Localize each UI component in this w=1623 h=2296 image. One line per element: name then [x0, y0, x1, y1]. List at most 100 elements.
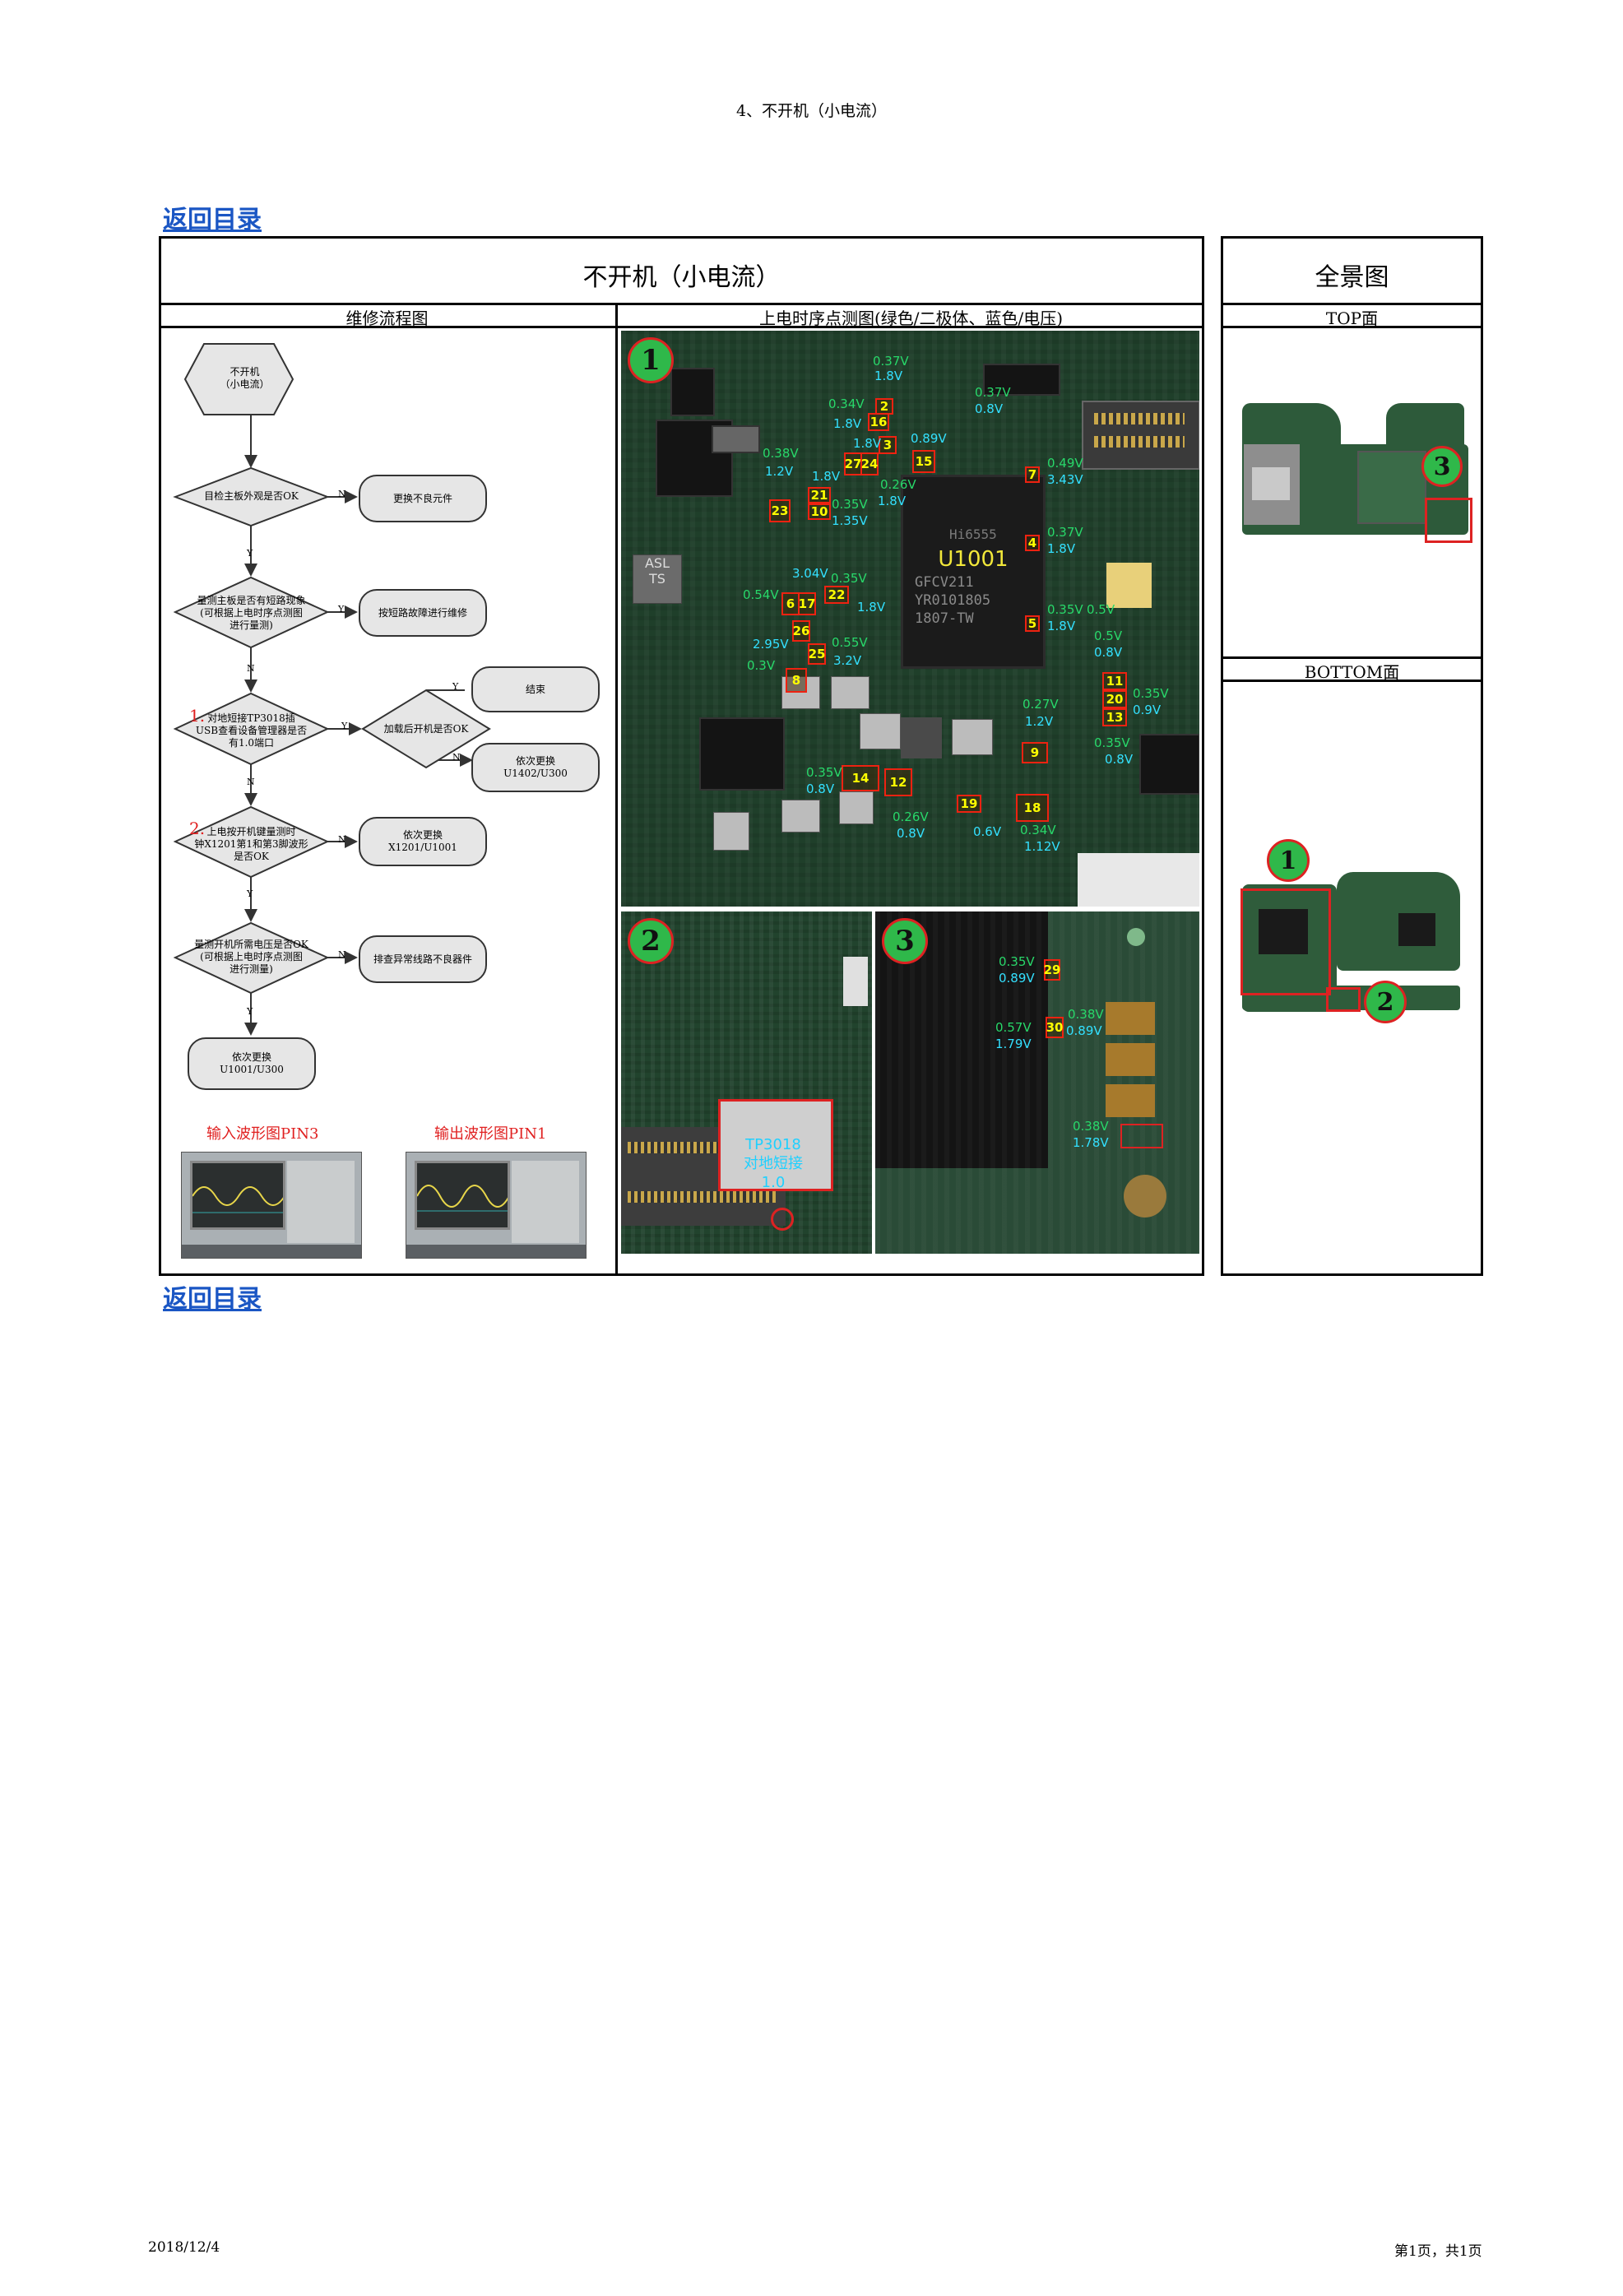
divider	[1221, 680, 1483, 682]
flow-q3-number: 1.	[189, 706, 206, 726]
waveform-output-caption: 输出波形图PIN1	[434, 1125, 547, 1143]
test-point: 21	[808, 487, 831, 503]
voltage-diode: 0.35V	[832, 497, 868, 512]
test-point: 14	[842, 765, 879, 791]
voltage: 0.8V	[1094, 645, 1123, 660]
voltage-diode: 0.55V	[832, 635, 868, 650]
chip-marking: YR0101805	[915, 592, 991, 609]
voltage-diode: 0.35V	[999, 954, 1035, 969]
flow-q3b-label: 加载后开机是否OK	[383, 723, 469, 735]
flow-q2-label: 量测主板是否有短路现象 (可根据上电时序点测图 进行量测)	[197, 595, 306, 631]
region-1-box	[1240, 888, 1331, 995]
test-point: 11	[1102, 672, 1127, 690]
no-label: N	[338, 949, 346, 960]
test-point: 30	[1046, 1017, 1064, 1038]
board-photo-2: TP3018 对地短接 1.0 2	[621, 911, 872, 1254]
voltage-diode: 0.5V	[1087, 602, 1115, 617]
test-point: 23	[769, 499, 791, 522]
flow-a2-node: 按短路故障进行维修	[359, 589, 487, 637]
yes-label: Y	[338, 604, 345, 615]
voltage-diode: 0.34V	[1020, 823, 1056, 837]
flow-column-header: 维修流程图	[345, 308, 429, 328]
voltage-diode: 0.38V	[763, 446, 799, 461]
test-point: 29	[1044, 959, 1060, 981]
voltage-diode: 0.35V	[1133, 686, 1169, 701]
voltage-diode: 0.57V	[995, 1020, 1032, 1035]
voltage-diode: 0.26V	[880, 477, 916, 492]
flow-q3-label: 对地短接TP3018插 USB查看设备管理器是否 有1.0端口	[195, 712, 308, 749]
voltage: 1.79V	[995, 1037, 1032, 1051]
divider	[1221, 656, 1483, 659]
yes-label: Y	[247, 888, 253, 899]
test-point: 3	[879, 436, 897, 454]
yes-label: Y	[341, 721, 348, 731]
voltage: 1.8V	[878, 494, 907, 508]
voltage: 1.8V	[812, 469, 841, 484]
u1001-chip: U1001 GFCV211 YR0101805 1807-TW Hi6555	[901, 475, 1046, 669]
panorama-title: 全景图	[1315, 263, 1389, 292]
start-node	[183, 343, 294, 415]
voltage: 1.8V	[874, 369, 903, 383]
voltage: 1.2V	[765, 464, 794, 479]
test-point: 24	[860, 452, 879, 475]
voltage-diode: 0.38V	[1073, 1119, 1109, 1134]
divider	[1221, 303, 1483, 305]
bottom-face-photo: 1 2	[1234, 839, 1472, 1024]
asl-component: ASL TS	[633, 554, 682, 604]
test-point: 12	[884, 768, 912, 796]
points-column-header: 上电时序点测图(绿色/二极体、蓝色/电压)	[758, 308, 1064, 328]
top-face-photo: 3	[1234, 395, 1472, 551]
no-label: N	[452, 752, 461, 763]
voltage-diode: 0.37V	[1047, 525, 1083, 540]
voltage: 0.8V	[1105, 752, 1134, 767]
flow-q1-label: 目检主板外观是否OK	[204, 490, 299, 502]
voltage: 0.9V	[1133, 703, 1162, 717]
voltage: 0.8V	[975, 401, 1004, 416]
board1-badge: 1	[628, 337, 674, 383]
voltage-diode: 0.38V	[1068, 1007, 1104, 1022]
voltage: 0.89V	[1066, 1023, 1102, 1038]
test-point: 27	[844, 452, 862, 475]
back-to-contents-link-top[interactable]: 返回目录	[163, 206, 262, 234]
voltage-diode: 0.49V	[1047, 456, 1083, 471]
test-point: 15	[912, 450, 935, 473]
test-point-31	[1120, 1124, 1163, 1148]
test-pad	[771, 1208, 794, 1231]
test-point: 18	[1016, 794, 1049, 822]
no-label: N	[338, 834, 346, 845]
waveform-input-caption: 输入波形图PIN3	[206, 1125, 319, 1143]
flow-q4-label: 上电按开机键量测时 钟X1201第1和第3脚波形 是否OK	[194, 826, 308, 862]
flow-q4-number: 2.	[189, 819, 206, 838]
flowchart-connectors	[173, 343, 491, 1036]
divider	[1221, 326, 1483, 328]
yes-label: Y	[452, 681, 459, 692]
test-point: 7	[1025, 466, 1040, 483]
voltage: 0.8V	[897, 826, 925, 841]
region-3-box	[1425, 498, 1472, 543]
voltage: 3.2V	[833, 653, 862, 668]
panorama-bottom-badge-1: 1	[1267, 839, 1310, 882]
back-to-contents-link-bottom[interactable]: 返回目录	[163, 1285, 262, 1314]
test-point: 16	[868, 413, 889, 431]
board-photo-1: U1001 GFCV211 YR0101805 1807-TW Hi6555 A…	[621, 331, 1199, 907]
test-point: 22	[824, 586, 849, 604]
yes-label: Y	[247, 1006, 253, 1017]
page-header: 4、不开机（小电流）	[735, 102, 888, 120]
voltage: 1.8V	[1047, 541, 1076, 556]
test-point: 26	[792, 620, 810, 642]
no-label: N	[338, 489, 346, 499]
u1001-label: U1001	[938, 547, 1009, 572]
divider	[615, 303, 618, 1276]
voltage-diode: 0.3V	[747, 658, 776, 673]
test-point: 13	[1102, 708, 1127, 726]
footer-date: 2018/12/4	[148, 2239, 220, 2256]
test-point: 4	[1025, 535, 1040, 551]
test-point: 2	[875, 398, 893, 415]
voltage-diode: 0.27V	[1022, 697, 1059, 712]
flow-a5-node: 排查异常线路不良器件	[359, 935, 487, 983]
board-photo-3: 29 30 0.35V 0.89V 0.57V 1.79V 0.38V 0.89…	[875, 911, 1199, 1254]
voltage: 1.12V	[1024, 839, 1060, 854]
region-2-box	[1326, 987, 1361, 1012]
flow-end-node: 结束	[471, 666, 600, 712]
flow-final-node: 依次更换 U1001/U300	[188, 1037, 316, 1090]
